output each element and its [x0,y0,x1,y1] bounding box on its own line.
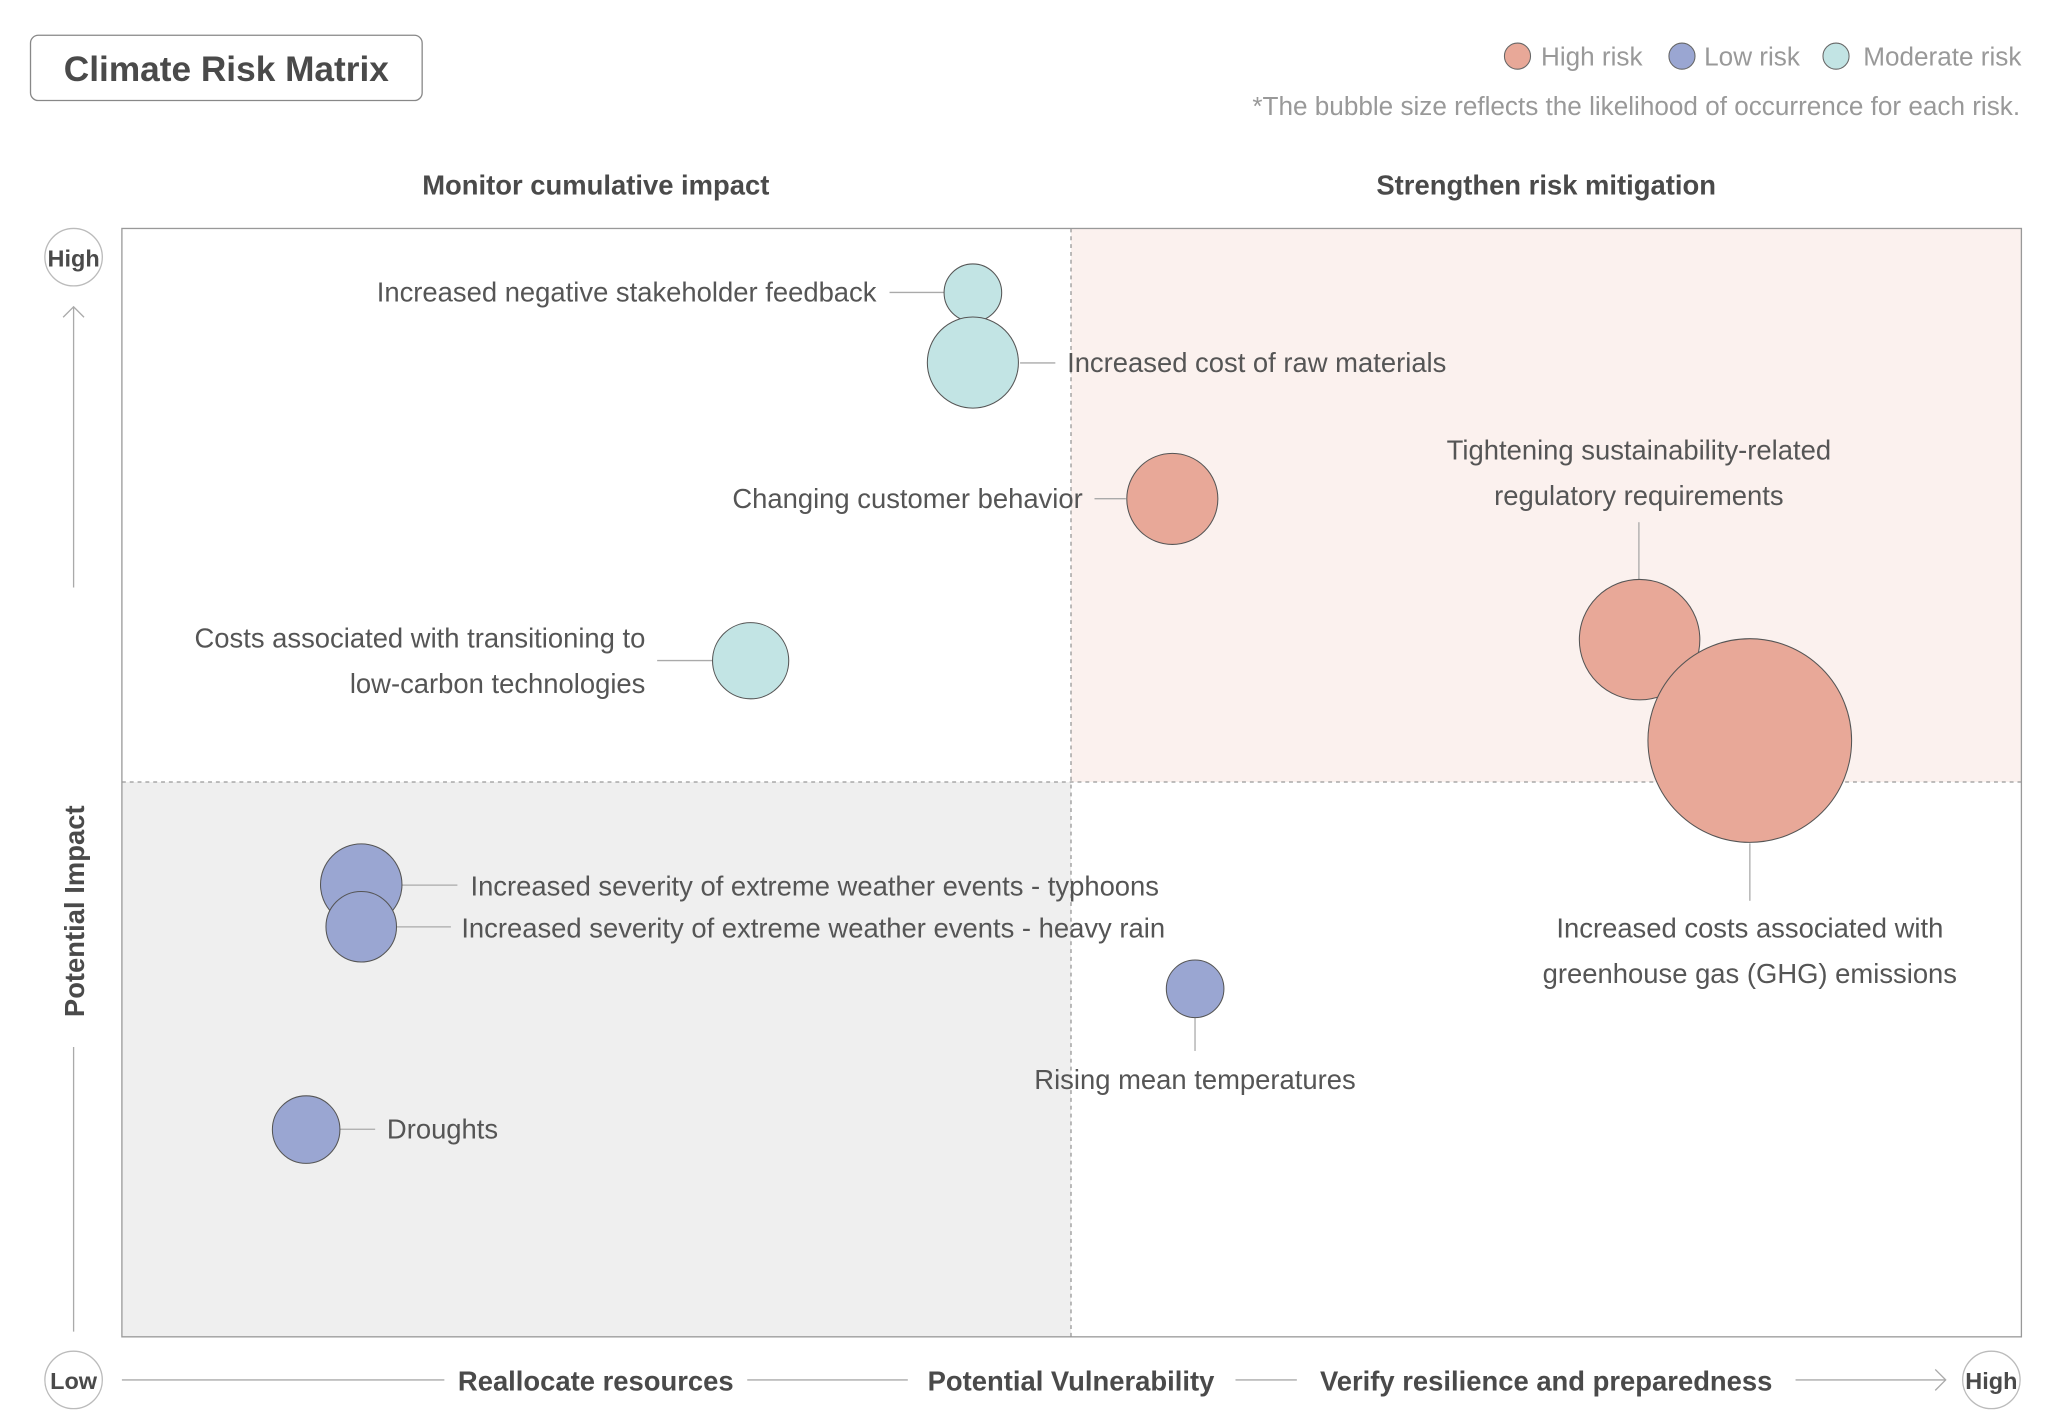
risk-label: Costs associated with transitioning to [194,623,645,654]
bubbles-layer: Increased negative stakeholder feedbackI… [194,263,1957,1164]
risk-bubble[interactable] [1578,578,1701,701]
risk-bubble[interactable] [325,890,398,963]
y-axis-arrow-icon [62,305,85,318]
risk-bubble[interactable] [1647,638,1853,843]
legend-label-low: Low risk [1704,41,1801,71]
legend-swatch-low [1668,42,1696,70]
chart-title: Climate Risk Matrix [64,50,389,89]
plot-area [121,227,2023,1338]
y-axis-high-marker [44,227,103,287]
risk-bubble[interactable] [943,263,1003,323]
risk-label: Increased severity of extreme weather ev… [470,871,1159,902]
axis-low-label: Low [50,1368,98,1394]
y-axis-high-label: High [47,245,99,271]
title-box: Climate Risk Matrix [29,34,423,102]
bubble-size-note: *The bubble size reflects the likelihood… [1252,91,2020,121]
quadrant-title-top-right: Strengthen risk mitigation [1376,170,1716,201]
quadrant-title-bottom-left: Reallocate resources [458,1365,734,1396]
risk-bubble[interactable] [712,622,790,700]
legend-swatch-moderate [1822,42,1850,70]
risk-label: Increased negative stakeholder feedback [377,277,877,308]
x-axis-arrow-icon [1934,1369,1947,1391]
quadrant-bottom-left [121,781,1071,1337]
quadrant-top-right [1070,228,2022,782]
risk-bubble[interactable] [1126,452,1219,545]
quadrant-title-bottom-right: Verify resilience and preparedness [1320,1365,1772,1396]
risk-label: low-carbon technologies [350,668,646,699]
plot-border [121,227,2023,1338]
x-axis-high-marker [1962,1350,2021,1410]
risk-label: Changing customer behavior [732,483,1082,514]
x-axis-low-marker [44,1350,103,1410]
risk-label: Droughts [387,1113,498,1144]
risk-bubble[interactable] [271,1095,341,1164]
legend: High risk Low risk Moderate risk *The bu… [1252,41,2022,121]
x-axis-title: Potential Vulnerability [928,1365,1216,1396]
x-axis: Low Reallocate resources Potential Vulne… [44,1350,2021,1410]
risk-label: Increased severity of extreme weather ev… [461,912,1165,943]
legend-label-high: High risk [1541,41,1644,71]
legend-label-moderate: Moderate risk [1863,41,2022,71]
y-axis: High Potential Impact [44,227,103,1332]
risk-label: Rising mean temperatures [1034,1064,1355,1095]
risk-bubble[interactable] [926,316,1019,409]
risk-label: regulatory requirements [1494,480,1783,511]
legend-swatch-high [1503,42,1532,70]
quadrant-title-top-left: Monitor cumulative impact [422,170,769,201]
risk-bubble[interactable] [1165,959,1225,1019]
risk-label: Increased costs associated with [1556,912,1943,943]
y-axis-title: Potential Impact [59,805,90,1017]
risk-label: greenhouse gas (GHG) emissions [1543,958,1957,989]
risk-label: Increased cost of raw materials [1067,347,1446,378]
risk-label: Tightening sustainability-related [1447,435,1831,466]
x-axis-high-label: High [1965,1368,2017,1394]
